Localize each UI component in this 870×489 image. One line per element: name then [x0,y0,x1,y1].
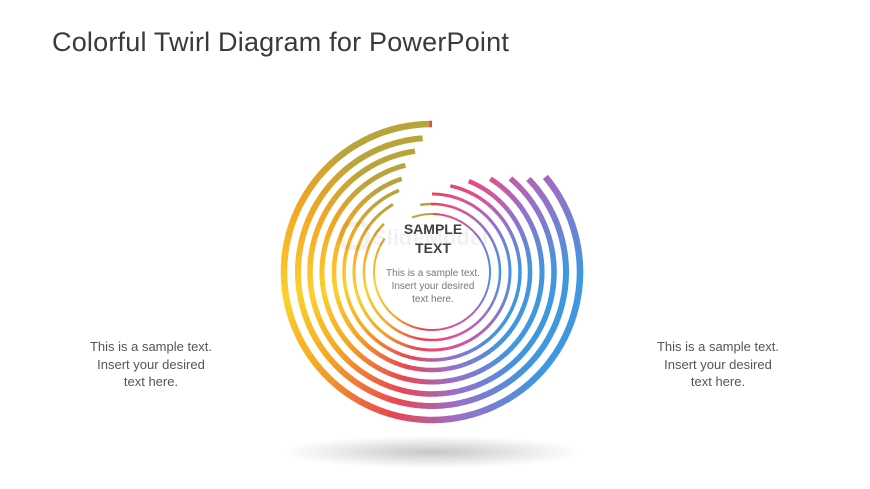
twirl-arc-segment [395,188,400,194]
twirl-arc-segment [400,162,406,169]
watermark-logo [340,222,370,250]
twirl-arc-segment [382,223,385,226]
right-text-line-2: Insert your desired [664,356,772,372]
twirl-arcs [280,120,584,424]
left-text-block: This is a sample text. Insert your desir… [56,338,246,391]
twirl-arc-segment [383,238,386,241]
right-text-line-3: text here. [690,374,746,389]
center-body-line-1: This is a sample text. [386,268,480,279]
floor-shadow [282,436,582,468]
center-title: SAMPLE TEXT [371,220,495,258]
center-body-line-3: text here. [412,294,454,305]
center-title-line-1: SAMPLE [403,221,463,237]
watermark-text: SlideModel [372,225,489,250]
left-text-line-2: Insert your desired [97,356,205,372]
right-text-block: This is a sample text. Insert your desir… [623,338,813,391]
center-body: This is a sample text. Insert your desir… [371,267,495,306]
twirl-arc-segment [408,148,416,155]
twirl-arc-segment [388,203,394,208]
left-text-line-1: This is a sample text. [89,339,213,354]
right-text-line-1: This is a sample text. [656,339,780,354]
center-body-line-2: Insert your desired [391,281,475,292]
center-title-line-2: TEXT [415,240,451,256]
twirl-arc-segment [397,176,403,183]
slide-title: Colorful Twirl Diagram for PowerPoint [52,27,510,57]
left-text-line-3: text here. [123,374,179,389]
